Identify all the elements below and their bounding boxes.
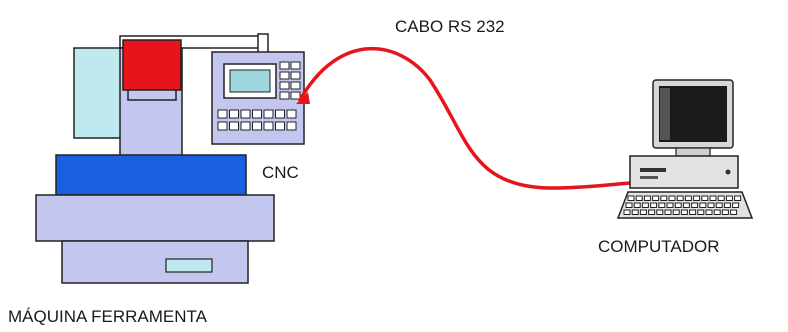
keyboard-key — [641, 202, 649, 208]
controller-key — [279, 61, 290, 70]
monitor-screen-highlight — [660, 88, 670, 140]
base-nameplate — [165, 258, 213, 273]
machine-saddle — [35, 194, 275, 242]
keyboard-key — [734, 195, 742, 201]
keyboard-key — [674, 202, 682, 208]
controller-key — [217, 109, 228, 119]
keyboard-key — [623, 209, 631, 215]
keyboard-key — [689, 209, 697, 215]
cable-label: CABO RS 232 — [395, 17, 505, 36]
controller-screen — [229, 69, 271, 93]
keyboard-key — [730, 209, 738, 215]
controller-key — [279, 91, 290, 100]
keyboard-key — [691, 202, 699, 208]
keyboard-key — [656, 209, 664, 215]
keyboard-key — [666, 202, 674, 208]
keyboard-key — [732, 202, 740, 208]
keyboard-key — [664, 209, 672, 215]
keyboard-keys — [623, 195, 742, 215]
cnc-label: CNC — [262, 163, 299, 182]
keyboard-key — [652, 195, 660, 201]
keyboard-key — [721, 209, 729, 215]
cnc-machine-tool-icon — [35, 33, 275, 284]
machine-base — [61, 240, 249, 284]
keyboard-key — [699, 202, 707, 208]
spindle-collar — [127, 89, 177, 101]
controller-key — [286, 109, 297, 119]
keyboard-key — [709, 195, 717, 201]
keyboard-key — [693, 195, 701, 201]
keyboard-key — [658, 202, 666, 208]
controller-key — [263, 121, 274, 131]
controller-keypad — [217, 61, 301, 131]
keyboard-key — [705, 209, 713, 215]
machine-column — [73, 47, 127, 139]
keyboard-key — [701, 195, 709, 201]
keyboard-key — [717, 195, 725, 201]
controller-key — [290, 71, 301, 80]
controller-key — [286, 121, 297, 131]
controller-key — [279, 81, 290, 90]
keyboard-key — [635, 195, 643, 201]
keyboard-key — [627, 195, 635, 201]
controller-key — [279, 71, 290, 80]
controller-key — [240, 121, 251, 131]
disk-drive-slot — [640, 168, 666, 172]
controller-key — [290, 91, 301, 100]
keyboard-key — [633, 202, 641, 208]
monitor-stand — [675, 147, 711, 157]
keyboard-key — [723, 202, 731, 208]
keyboard-key — [684, 195, 692, 201]
desktop-computer-icon — [616, 79, 754, 219]
keyboard-key — [648, 209, 656, 215]
spindle-head — [122, 39, 182, 91]
controller-key — [217, 121, 228, 131]
keyboard-key — [643, 195, 651, 201]
controller-key — [263, 109, 274, 119]
controller-key — [290, 61, 301, 70]
controller-key — [229, 121, 239, 131]
machine-table — [55, 154, 247, 196]
rs232-cable — [298, 47, 632, 190]
controller-key — [290, 81, 301, 90]
keyboard-key — [625, 202, 633, 208]
disk-drive-slot-2 — [640, 176, 658, 179]
controller-key — [240, 109, 251, 119]
keyboard-key — [650, 202, 658, 208]
system-unit — [629, 155, 739, 189]
keyboard-key — [713, 209, 721, 215]
machine-label: MÁQUINA FERRAMENTA — [8, 307, 208, 326]
keyboard-key — [668, 195, 676, 201]
keyboard-key — [680, 209, 688, 215]
cnc-controller-panel-icon — [211, 51, 305, 145]
keyboard-key — [660, 195, 668, 201]
controller-key — [275, 121, 285, 131]
controller-key — [275, 109, 285, 119]
power-led — [725, 169, 731, 175]
keyboard-key — [725, 195, 733, 201]
monitor-screen — [659, 86, 727, 142]
keyboard-key — [715, 202, 723, 208]
keyboard-key — [682, 202, 690, 208]
keyboard-key — [639, 209, 647, 215]
computer-label: COMPUTADOR — [598, 237, 720, 256]
controller-key — [229, 109, 239, 119]
keyboard-key — [697, 209, 705, 215]
keyboard-key — [672, 209, 680, 215]
controller-key — [252, 121, 262, 131]
keyboard-key — [707, 202, 715, 208]
keyboard-key — [631, 209, 639, 215]
controller-key — [252, 109, 262, 119]
keyboard-key — [676, 195, 684, 201]
cable-arrowhead — [296, 92, 310, 104]
